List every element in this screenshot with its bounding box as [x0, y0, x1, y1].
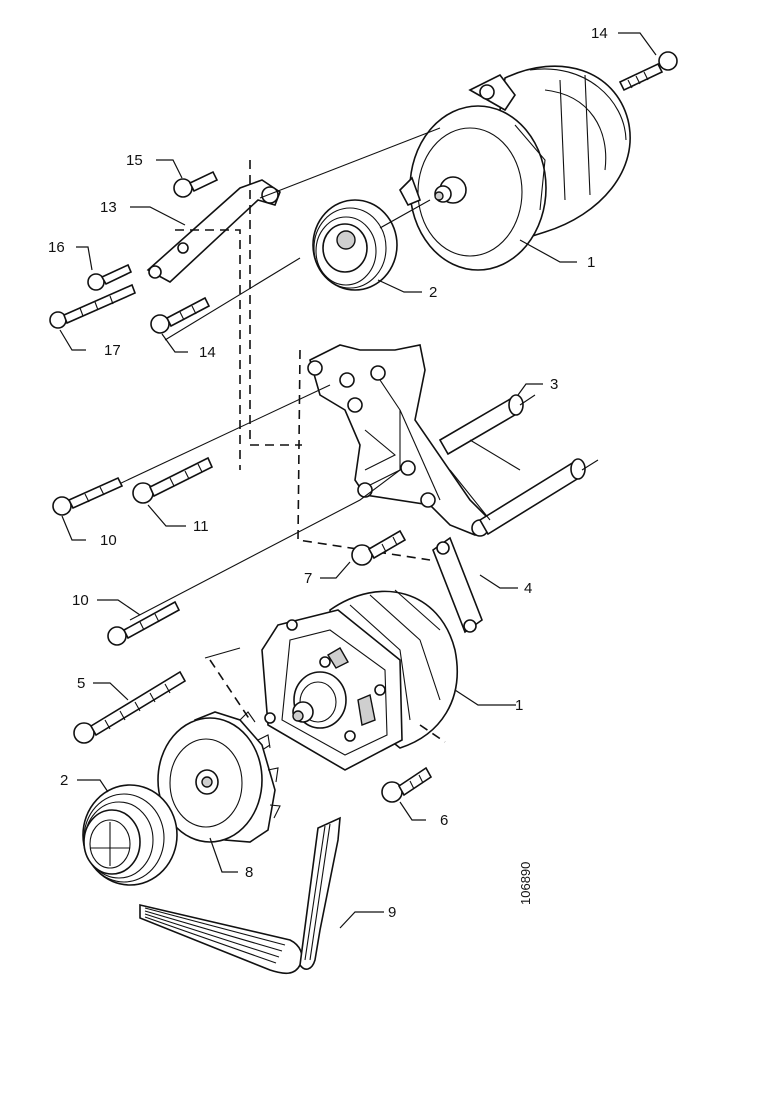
callout-14-top: 14: [591, 25, 608, 42]
bolt-6: [381, 766, 433, 803]
callout-16: 16: [48, 239, 65, 256]
mounting-bracket-3: [307, 344, 599, 537]
figure-number: 106890: [518, 862, 533, 905]
callout-2-bottom: 2: [60, 772, 68, 789]
alternator-bottom: [261, 589, 458, 771]
callout-1-bottom: 1: [515, 697, 523, 714]
callout-8: 8: [245, 864, 253, 881]
alternator-top: [399, 65, 631, 271]
callout-7: 7: [304, 570, 312, 587]
alignment-lines-top: [164, 127, 441, 341]
pulley-2-bottom: [82, 784, 178, 886]
callout-17: 17: [104, 342, 121, 359]
bolt-16: [87, 263, 133, 291]
callout-3: 3: [550, 376, 558, 393]
bolt-5: [73, 670, 187, 744]
callout-9: 9: [388, 904, 396, 921]
bolt-15: [173, 170, 219, 198]
callout-4: 4: [524, 580, 532, 597]
bolt-10-upper: [52, 476, 124, 516]
alignment-lines-middle: [84, 349, 431, 621]
callout-10-lower: 10: [72, 592, 89, 609]
callout-11: 11: [193, 518, 209, 535]
callout-10-upper: 10: [100, 532, 117, 549]
pulley-2-top: [312, 199, 398, 291]
bolt-7: [351, 529, 407, 566]
fan-8: [157, 711, 281, 843]
bolt-11: [132, 456, 214, 504]
bracket-13: [146, 160, 302, 470]
bolt-14-mid: [150, 296, 211, 334]
link-4: [432, 536, 483, 634]
callout-1-top: 1: [587, 254, 595, 271]
belt-9: [139, 816, 341, 975]
callout-13: 13: [100, 199, 117, 216]
bolt-14-top: [618, 51, 678, 92]
callout-14-mid: 14: [199, 344, 216, 361]
bolt-17: [49, 283, 137, 329]
bolt-10-lower: [107, 600, 181, 646]
leader-lines: [59, 32, 657, 929]
callout-5: 5: [77, 675, 85, 692]
callout-6: 6: [440, 812, 448, 829]
callout-2-top: 2: [429, 284, 437, 301]
callout-15: 15: [126, 152, 143, 169]
